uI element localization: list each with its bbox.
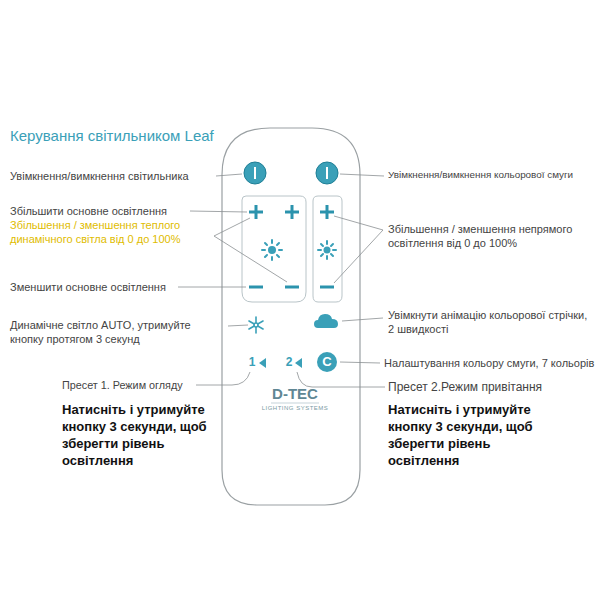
- right-button-panel: [313, 196, 342, 302]
- preset-arrow: [259, 358, 266, 368]
- sun-icon: [268, 246, 331, 254]
- button-label: Збільшення / зменшення непрямого освітле…: [388, 222, 588, 251]
- button-label: Динамічне світло AUTO, утримуйте кнопку …: [10, 318, 226, 347]
- preset-label: Пресет 1. Режим огляду: [62, 378, 196, 392]
- power-button: [244, 162, 338, 184]
- brand-tagline: LIGHTING SYSTEMS: [262, 405, 329, 413]
- button-label: Налаштування кольору смуги, 7 кольорів: [384, 356, 596, 370]
- button-label: Збільшити основне освітлення: [10, 204, 188, 218]
- left-button-panel: [242, 196, 306, 302]
- preset-number: 2: [286, 355, 293, 371]
- button-label: Увімкнути анімацію кольорової стрічки, 2…: [388, 308, 594, 337]
- plus-button: [249, 205, 334, 219]
- colour-button-letter: C: [322, 354, 331, 371]
- animation-cloud-icon: [314, 314, 338, 328]
- colour-button: [317, 352, 337, 372]
- minus-button: [249, 286, 334, 289]
- logo-rule: [271, 403, 319, 404]
- brand-logo: D-TEC: [272, 384, 318, 404]
- remote-body: [222, 128, 360, 505]
- button-label: Увімкнення/вимкнення світильника: [10, 169, 214, 183]
- button-label: Увімкнення/вимкнення кольорової смуги: [388, 169, 594, 182]
- diagram-title: Керування світильником Leaf: [10, 126, 214, 146]
- preset-note: Натисніть і утримуйте кнопку 3 секунди, …: [388, 402, 563, 470]
- button-label: Зменшити основне освітлення: [10, 280, 178, 294]
- sun-rays: [262, 240, 336, 260]
- preset-note: Натисніть і утримуйте кнопку 3 секунди, …: [62, 402, 232, 470]
- auto-icon: [249, 317, 263, 333]
- button-label: Збільшення / зменшення теплого динамічно…: [10, 218, 214, 247]
- preset-label: Пресет 2.Режим привітання: [388, 380, 588, 396]
- preset-number: 1: [249, 355, 256, 371]
- preset-arrow: [295, 358, 302, 368]
- leader-line: [178, 174, 385, 387]
